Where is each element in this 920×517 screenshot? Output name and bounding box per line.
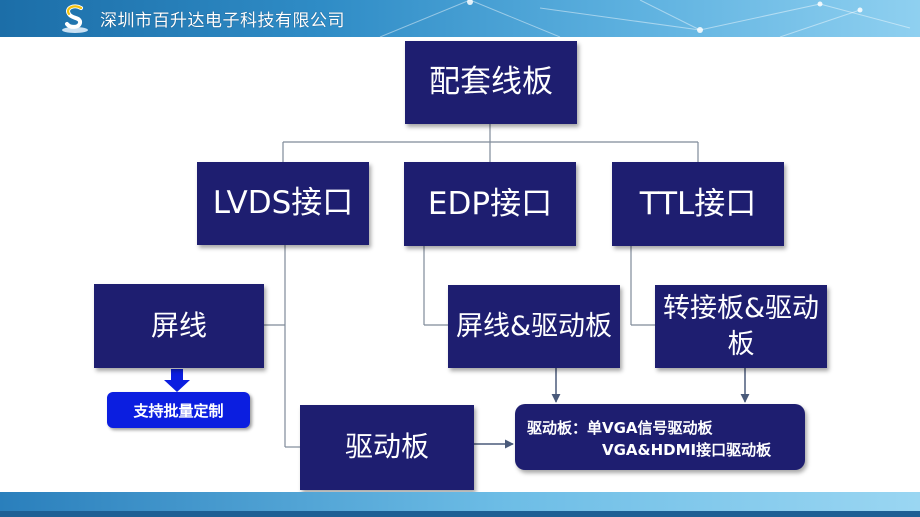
- down-arrow-icon: [164, 369, 190, 392]
- customize-tag: 支持批量定制: [107, 392, 250, 428]
- network-decoration: [379, 0, 911, 37]
- driver-board-box: 驱动板: [300, 405, 474, 490]
- edp-interface-box: EDP接口: [404, 162, 576, 246]
- footer-bar: [0, 492, 920, 517]
- company-name: 深圳市百升达电子科技有限公司: [100, 11, 345, 31]
- ttl-child-box: 转接板&驱动板: [655, 285, 827, 368]
- lvds-interface-box: LVDS接口: [197, 162, 369, 245]
- summary-line-2: VGA&HDMI接口驱动板: [602, 441, 772, 459]
- header-bar: 深圳市百升达电子科技有限公司: [0, 0, 920, 37]
- root-box: 配套线板: [405, 41, 577, 124]
- summary-prefix: 驱动板：: [527, 419, 588, 437]
- screen-line-box: 屏线: [94, 284, 264, 368]
- ttl-interface-box: TTL接口: [612, 162, 784, 246]
- driver-summary-box: 驱动板：单VGA信号驱动板 VGA&HDMI接口驱动板: [515, 404, 805, 470]
- company-s-logo-icon: [62, 4, 88, 33]
- edp-child-box: 屏线&驱动板: [448, 285, 620, 368]
- summary-line-1: 单VGA信号驱动板: [587, 419, 713, 437]
